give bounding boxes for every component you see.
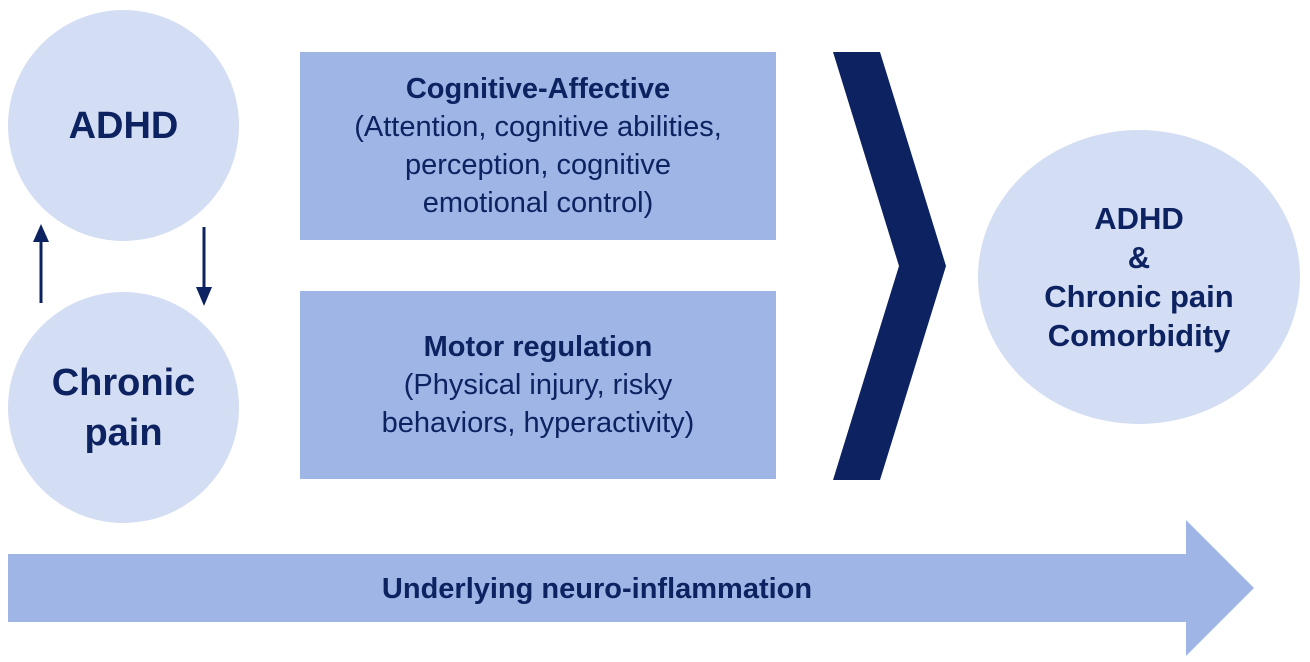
cognitive-affective-line-2: perception, cognitive — [405, 149, 671, 181]
adhd-circle: ADHD — [8, 10, 239, 241]
comorbidity-line-2: & — [1127, 240, 1151, 275]
comorbidity-line-3: Chronic pain — [1044, 279, 1234, 314]
motor-regulation-title: Motor regulation — [423, 331, 653, 363]
adhd-label: ADHD — [68, 104, 179, 147]
comorbidity-line-1: ADHD — [1094, 201, 1184, 236]
comorbidity-circle: ADHD & Chronic pain Comorbidity — [978, 130, 1300, 424]
chevron-right-icon — [833, 52, 946, 480]
chronic-pain-circle: Chronic pain — [8, 292, 239, 523]
motor-regulation-box: Motor regulation (Physical injury, risky… — [300, 291, 776, 479]
comorbidity-line-4: Comorbidity — [1047, 318, 1231, 353]
neuro-inflammation-label: Underlying neuro-inflammation — [381, 573, 813, 605]
chronic-pain-label-line-1: Chronic — [51, 361, 196, 404]
cognitive-affective-box: Cognitive-Affective (Attention, cognitiv… — [300, 52, 776, 240]
motor-regulation-line-2: behaviors, hyperactivity) — [381, 407, 695, 439]
cognitive-affective-title: Cognitive-Affective — [405, 73, 671, 105]
arrow-up-icon — [33, 224, 49, 303]
cognitive-affective-line-1: (Attention, cognitive abilities, — [354, 111, 722, 143]
motor-regulation-line-1: (Physical injury, risky — [403, 369, 673, 401]
chronic-pain-label-line-2: pain — [84, 411, 163, 454]
arrow-down-icon — [196, 227, 212, 306]
arrow-right-shape — [8, 520, 1254, 656]
cognitive-affective-line-3: emotional control) — [422, 187, 654, 219]
